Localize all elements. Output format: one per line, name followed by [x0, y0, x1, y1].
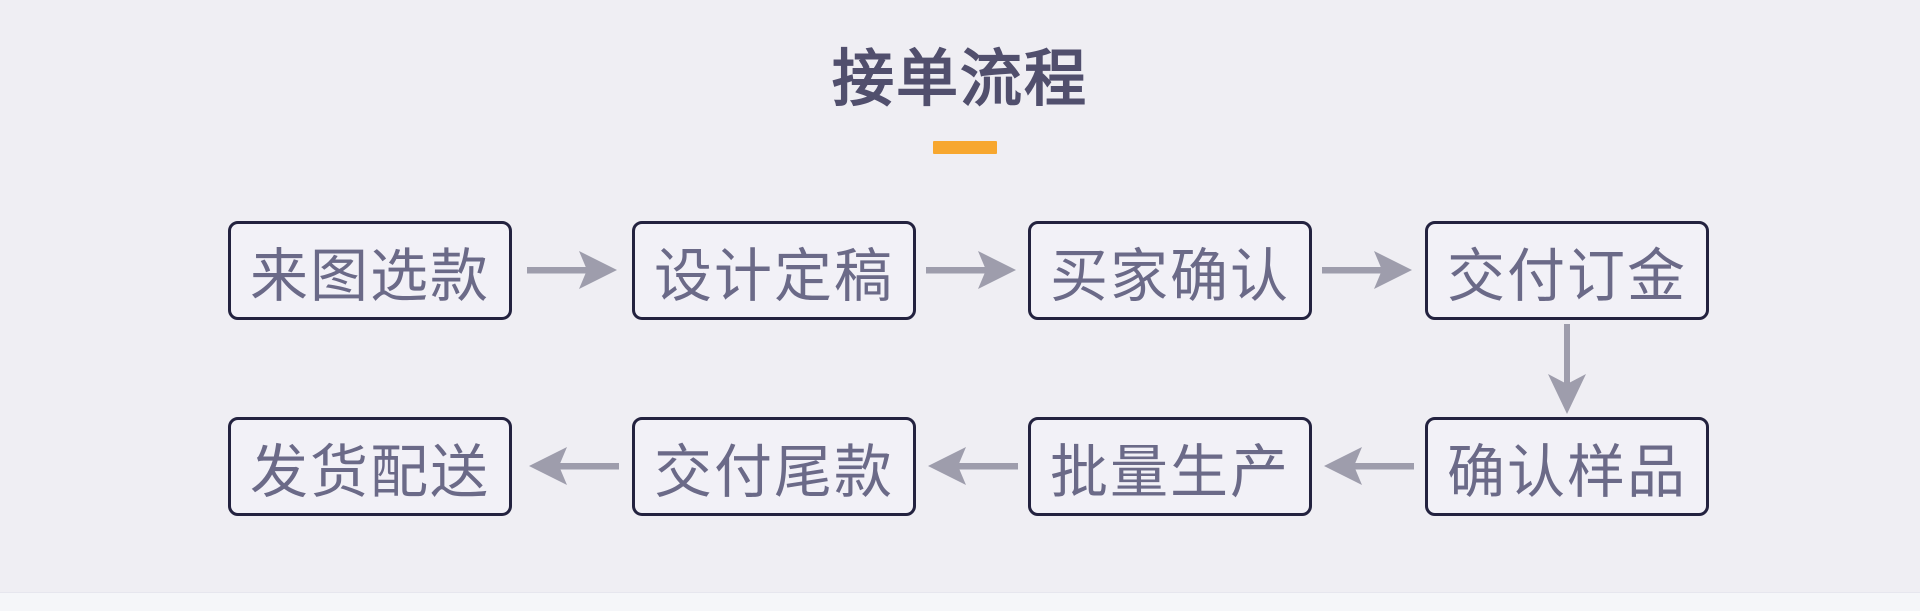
- arrow-right-icon: [926, 248, 1018, 292]
- title-accent-underline: [933, 141, 997, 154]
- arrow-left-icon: [926, 444, 1018, 488]
- page-title: 接单流程: [831, 46, 1088, 114]
- arrow-right-icon: [1322, 248, 1414, 292]
- flow-step-label: 买家确认: [1049, 243, 1290, 309]
- flow-step-label: 交付尾款: [653, 439, 894, 505]
- flow-step-label: 设计定稿: [653, 243, 894, 309]
- flow-step-incoming-design-selection: 来图选款: [228, 221, 512, 320]
- arrow-left-icon: [527, 444, 619, 488]
- arrow-left-icon: [1322, 444, 1414, 488]
- flow-step-shipping-delivery: 发货配送: [228, 417, 512, 516]
- flow-step-label: 交付订金: [1446, 243, 1687, 309]
- flow-step-confirm-sample: 确认样品: [1425, 417, 1709, 516]
- flow-step-design-finalized: 设计定稿: [632, 221, 916, 320]
- flow-step-mass-production: 批量生产: [1028, 417, 1312, 516]
- flow-step-pay-balance: 交付尾款: [632, 417, 916, 516]
- flow-step-label: 来图选款: [249, 243, 490, 309]
- flow-step-label: 发货配送: [249, 439, 490, 505]
- flow-step-label: 批量生产: [1049, 439, 1290, 505]
- flow-step-buyer-confirmation: 买家确认: [1028, 221, 1312, 320]
- arrow-right-icon: [527, 248, 619, 292]
- arrow-down-icon: [1545, 324, 1589, 416]
- flow-step-pay-deposit: 交付订金: [1425, 221, 1709, 320]
- bottom-edge-strip: [0, 592, 1920, 611]
- flow-step-label: 确认样品: [1446, 439, 1687, 505]
